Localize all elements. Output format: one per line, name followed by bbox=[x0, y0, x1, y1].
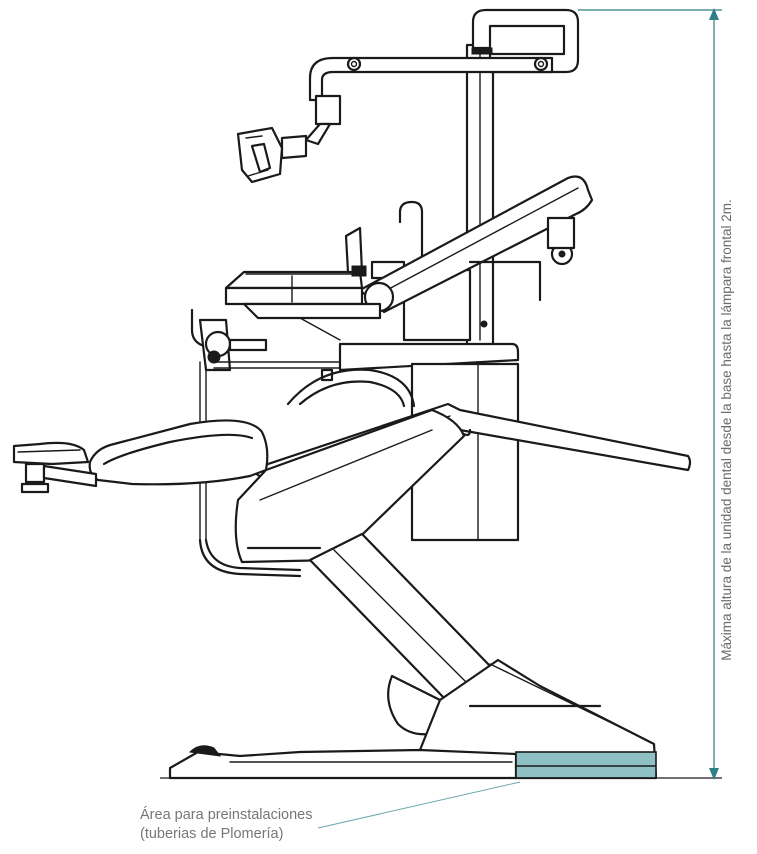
column bbox=[465, 43, 495, 347]
plumbing-area bbox=[515, 751, 657, 779]
plumbing-area-label-line2: (tuberias de Plomería) bbox=[140, 826, 284, 842]
plumbing-area-label-line1: Área para preinstalaciones bbox=[140, 807, 313, 823]
seat-back-arc bbox=[286, 368, 416, 408]
plumbing-callout-line bbox=[317, 781, 521, 829]
instrument-tray bbox=[224, 226, 382, 341]
height-dimension bbox=[709, 8, 719, 780]
delivery-arm bbox=[190, 308, 351, 578]
lamp-arm-bracket bbox=[471, 8, 580, 74]
lamp-arm bbox=[280, 56, 554, 160]
arrow-up-icon bbox=[709, 8, 719, 20]
height-label: Máxima altura de la unidad dental desde … bbox=[719, 199, 734, 661]
arrow-down-icon bbox=[709, 768, 719, 780]
plumbing-area-label: Área para preinstalaciones (tuberias de … bbox=[140, 806, 313, 844]
lamp-head bbox=[236, 126, 284, 184]
headrest bbox=[12, 419, 269, 494]
